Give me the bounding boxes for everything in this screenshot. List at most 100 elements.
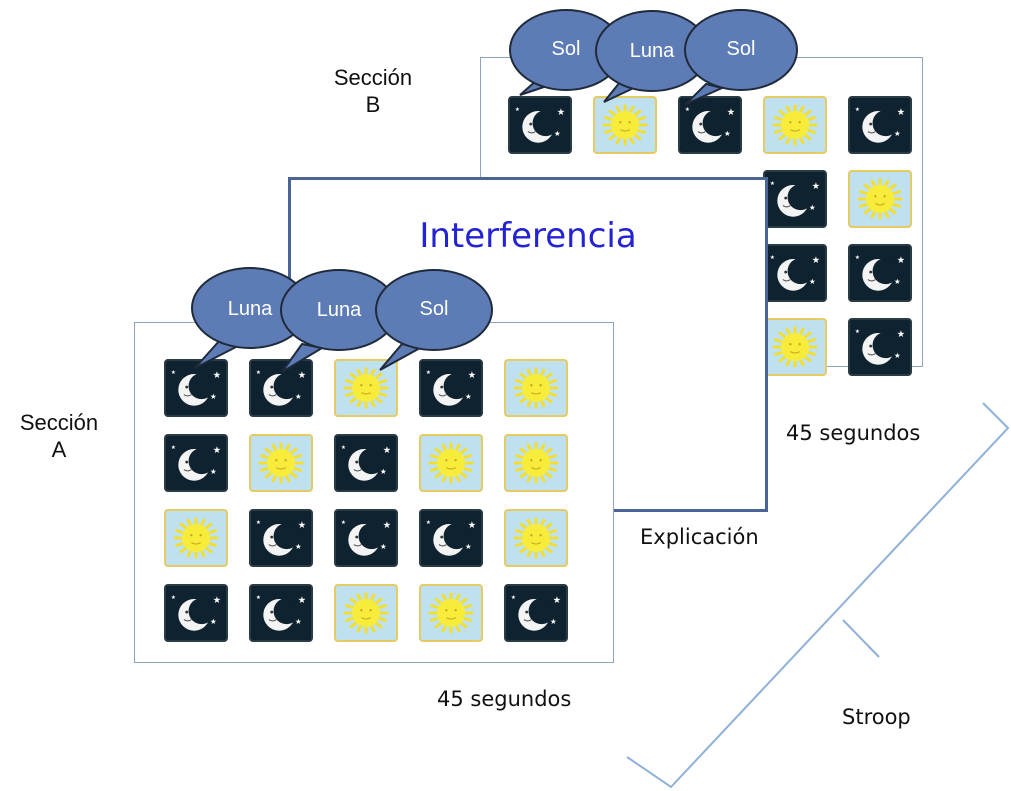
svg-text:★: ★	[897, 329, 905, 340]
svg-text:★: ★	[553, 595, 561, 606]
svg-text:★: ★	[515, 106, 520, 113]
interferencia-title: Interferencia	[419, 216, 637, 256]
svg-text:★: ★	[213, 595, 221, 606]
svg-text:★: ★	[213, 445, 221, 456]
section-b-duration: 45 segundos	[786, 421, 921, 445]
svg-text:★: ★	[341, 519, 346, 526]
svg-text:★: ★	[812, 255, 820, 266]
svg-text:★: ★	[295, 617, 302, 626]
sun-icon	[419, 584, 483, 642]
svg-text:★: ★	[298, 370, 306, 381]
sun-icon	[249, 434, 313, 492]
section-a-duration: 45 segundos	[437, 687, 572, 711]
svg-text:★: ★	[855, 254, 860, 261]
moon-icon: ★ ★ ★	[334, 434, 398, 492]
section-b-label: Sección B	[333, 65, 413, 117]
svg-text:★: ★	[171, 594, 176, 601]
svg-text:★: ★	[894, 129, 901, 138]
moon-icon: ★ ★ ★	[419, 509, 483, 567]
sun-icon	[334, 359, 398, 417]
stroop-label: Stroop	[842, 705, 911, 729]
moon-icon: ★ ★ ★	[763, 244, 827, 302]
sun-icon	[593, 96, 657, 154]
section-a-label: Sección A	[19, 410, 99, 462]
moon-icon: ★ ★ ★	[678, 96, 742, 154]
svg-text:★: ★	[855, 328, 860, 335]
moon-icon: ★ ★ ★	[763, 170, 827, 228]
svg-text:★: ★	[383, 445, 391, 456]
svg-text:★: ★	[894, 277, 901, 286]
svg-text:★: ★	[171, 444, 176, 451]
section-a-grid: ★ ★ ★ ★ ★ ★ ★ ★ ★ ★ ★ ★ ★ ★ ★ ★ ★ ★ ★ ★ ★ ★ ★ ★ ★ ★ ★ ★ ★ ★ ★ ★ ★	[164, 359, 568, 642]
svg-text:★: ★	[812, 181, 820, 192]
moon-icon: ★ ★ ★	[164, 584, 228, 642]
svg-text:★: ★	[465, 392, 472, 401]
section-b-grid: ★ ★ ★ ★ ★ ★ ★ ★ ★ ★ ★ ★ ★ ★ ★ ★ ★ ★ ★ ★ ★	[508, 96, 912, 376]
svg-text:★: ★	[468, 370, 476, 381]
svg-text:★: ★	[468, 520, 476, 531]
moon-icon: ★ ★ ★	[508, 96, 572, 154]
moon-icon: ★ ★ ★	[504, 584, 568, 642]
svg-text:★: ★	[171, 369, 176, 376]
moon-icon: ★ ★ ★	[419, 359, 483, 417]
svg-text:★: ★	[256, 369, 261, 376]
svg-text:★: ★	[770, 180, 775, 187]
svg-text:★: ★	[770, 254, 775, 261]
moon-icon: ★ ★ ★	[334, 509, 398, 567]
svg-text:★: ★	[295, 542, 302, 551]
svg-text:★: ★	[894, 351, 901, 360]
moon-icon: ★ ★ ★	[249, 509, 313, 567]
svg-text:★: ★	[295, 392, 302, 401]
svg-text:★: ★	[210, 392, 217, 401]
svg-text:★: ★	[298, 520, 306, 531]
svg-text:★: ★	[809, 203, 816, 212]
svg-text:★: ★	[897, 255, 905, 266]
explicacion-caption: Explicación	[640, 525, 759, 549]
svg-text:★: ★	[897, 107, 905, 118]
svg-text:★: ★	[256, 594, 261, 601]
svg-text:★: ★	[557, 107, 565, 118]
svg-text:★: ★	[256, 519, 261, 526]
svg-text:★: ★	[210, 617, 217, 626]
svg-text:★: ★	[210, 467, 217, 476]
svg-text:★: ★	[685, 106, 690, 113]
sun-icon	[763, 96, 827, 154]
svg-text:★: ★	[465, 542, 472, 551]
sun-icon	[419, 434, 483, 492]
bubble-b3-text: Sol	[726, 38, 756, 60]
sun-icon	[334, 584, 398, 642]
svg-text:★: ★	[426, 519, 431, 526]
svg-text:★: ★	[550, 617, 557, 626]
svg-text:★: ★	[809, 277, 816, 286]
sun-icon	[763, 318, 827, 376]
svg-text:★: ★	[554, 129, 561, 138]
bubble-b1-text: Sol	[551, 38, 581, 60]
svg-text:★: ★	[724, 129, 731, 138]
moon-icon: ★ ★ ★	[164, 434, 228, 492]
svg-text:★: ★	[383, 520, 391, 531]
svg-text:★: ★	[380, 467, 387, 476]
bubble-b2-text: Luna	[629, 40, 675, 62]
sun-icon	[504, 434, 568, 492]
svg-text:★: ★	[727, 107, 735, 118]
moon-icon: ★ ★ ★	[848, 244, 912, 302]
bubble-a2-text: Luna	[316, 299, 362, 321]
bubble-a1-text: Luna	[227, 298, 273, 320]
sun-icon	[504, 509, 568, 567]
svg-text:★: ★	[341, 444, 346, 451]
svg-text:★: ★	[298, 595, 306, 606]
svg-text:★: ★	[213, 370, 221, 381]
sun-icon	[164, 509, 228, 567]
moon-icon: ★ ★ ★	[848, 318, 912, 376]
svg-text:★: ★	[511, 594, 516, 601]
sun-icon	[848, 170, 912, 228]
svg-text:★: ★	[380, 542, 387, 551]
moon-icon: ★ ★ ★	[848, 96, 912, 154]
svg-text:★: ★	[426, 369, 431, 376]
moon-icon: ★ ★ ★	[164, 359, 228, 417]
bubble-a3-text: Sol	[419, 298, 449, 320]
moon-icon: ★ ★ ★	[249, 584, 313, 642]
sun-icon	[504, 359, 568, 417]
svg-text:★: ★	[855, 106, 860, 113]
